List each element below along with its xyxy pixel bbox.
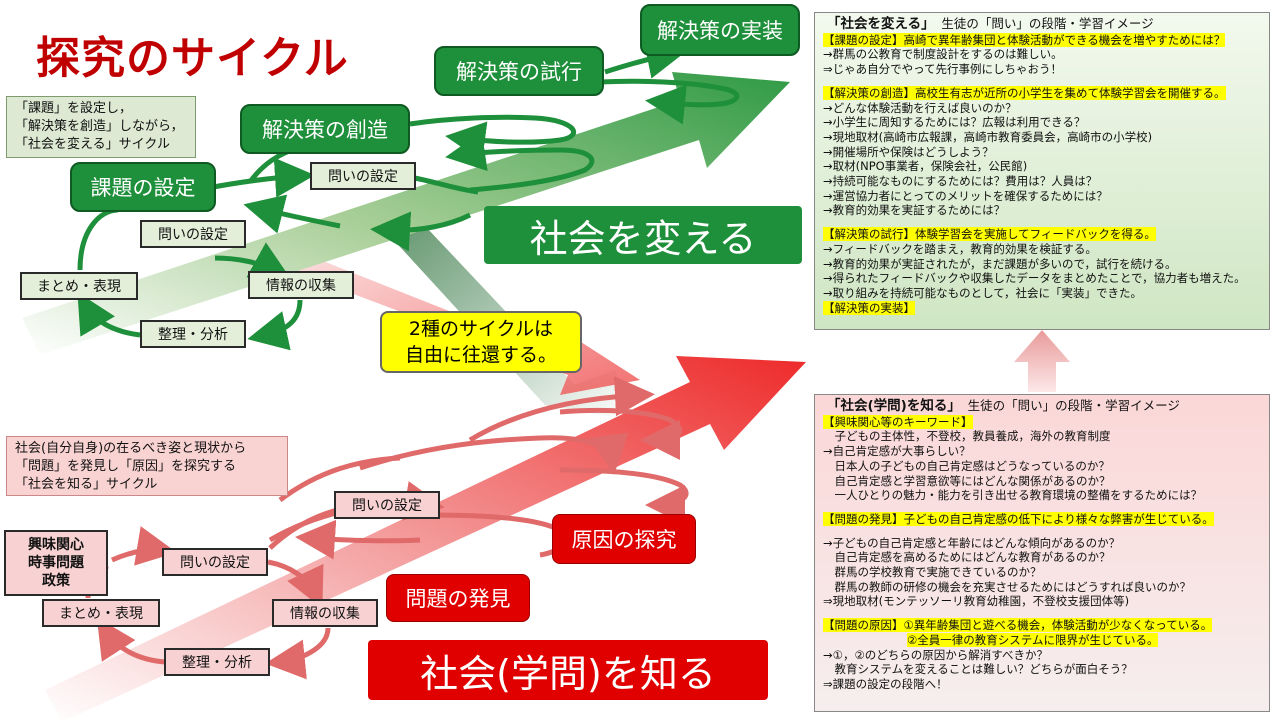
panel-line: →得られたフィードバックや収集したデータをまとめたことで，協力者も増えた。 [823,271,1246,286]
stage-kaiketsu-shiko: 解決策の試行 [434,46,604,96]
green-step-matome: まとめ・表現 [20,272,138,300]
page-title: 探究のサイクル [36,33,349,84]
panel-line: →取材(NPO事業者，保険会社，公民館) [823,159,1028,174]
panel-line: →フィードバックを踏まえ，教育的効果を検証する。 [823,241,1097,256]
panel-line: 教育システムを変えることは難しい？どちらが面白そう？ [823,662,1133,677]
panel-line: →教育的効果が実証されたが，まだ課題が多いので，試行を続ける。 [823,256,1177,271]
panel-red-s3-head: 【問題の原因】①異年齢集団と遊べる機会，体験活動が少なくなっている。 [823,618,1213,633]
panel-line: 群馬の学校教育で実施できているのか？ [823,565,1042,580]
panel-line: →運営協力者にとってのメリットを確保するためには？ [823,188,1108,203]
green-cycle-note: 「課題」を設定し， 「解決策を創造」しながら， 「社会を変える」サイクル [6,96,196,158]
panel-shakai-wo-shiru: 「社会(学問)を知る」 生徒の「問い」の段階・学習イメージ 【興味関心等のキーワ… [814,394,1270,712]
panel-line: 一人ひとりの魅力・能力を引き出せる教育環境の整備をするためには？ [823,488,1203,503]
panel-green-title: 「社会を変える」 生徒の「問い」の段階・学習イメージ [827,16,1154,32]
red-step-toi-upper: 問いの設定 [334,491,440,519]
stage-kaiketsu-sozo: 解決策の創造 [240,104,410,154]
panel-red-s3-head2: ②全員一律の教育システムに限界が生じている。 [907,632,1159,647]
panel-green-s2-head: 【解決策の創造】高校生有志が近所の小学生を集めて体験学習会を開催する。 [823,85,1226,100]
stage-kaiketsu-jisso: 解決策の実装 [640,4,800,56]
green-step-toi-lower: 問いの設定 [140,220,246,248]
panel-line: 自己肯定感と学習意欲等にはどんな関係があるのか？ [823,473,1111,488]
red-step-toi-lower: 問いの設定 [162,548,268,576]
red-step-shushu: 情報の収集 [272,599,378,627]
green-step-toi-upper: 問いの設定 [310,162,416,190]
red-step-seiri: 整理・分析 [164,648,270,676]
panel-red-s1-head: 【興味関心等のキーワード】 [823,414,973,429]
stage-kyomi-kanshin: 興味関心 時事問題 政策 [4,530,108,596]
banner-shakai-wo-kaeru: 社会を変える [484,206,802,264]
panel-line: →教育的効果を実証するためには？ [823,203,1006,218]
panel-line: ⇒じゃあ自分でやって先行事例にしちゃおう！ [823,62,1063,77]
panel-line: →①，②のどちらの原因から解消すべきか？ [823,647,1048,662]
green-cycle-arrows [77,39,740,351]
stage-genin-tankyu: 原因の探究 [552,514,696,564]
panel-line: →小学生に周知するためには？広報は利用できる？ [823,115,1086,130]
panel-green-s2-lines: →どんな体験活動を行えば良いのか？→小学生に周知するためには？広報は利用できる？… [823,101,1261,219]
panel-red-s3-lines: →①，②のどちらの原因から解消すべきか？ 教育システムを変えることは難しい？どち… [823,648,1261,692]
panel-line: →持続可能なものにするためには？費用は？人員は？ [823,174,1098,189]
panel-green-s4-head: 【解決策の実装】 [823,300,915,315]
panel-shakai-wo-kaeru: 「社会を変える」 生徒の「問い」の段階・学習イメージ 【課題の設定】高崎で異年齢… [814,12,1270,330]
panel-green-s3-lines: →フィードバックを踏まえ，教育的効果を検証する。→教育的効果が実証されたが，まだ… [823,242,1261,301]
panel-line: →どんな体験活動を行えば良いのか？ [823,100,1017,115]
panel-red-s1-lines: 子どもの主体性，不登校，教員養成，海外の教育制度→自己肯定感が大事らしい？ 日本… [823,429,1261,503]
panel-red-s2-lines: →子どもの自己肯定感と年齢にはどんな傾向があるのか？ 自己肯定感を高めるためには… [823,536,1261,610]
panel-line: →子どもの自己肯定感と年齢にはどんな傾向があるのか？ [823,535,1121,550]
green-step-shushu: 情報の収集 [248,271,354,299]
panel-line: 群馬の教師の研修の機会を充実させるためにはどうすれば良いのか？ [823,579,1191,594]
panel-line: 日本人の子どもの自己肯定感はどうなっているのか？ [823,458,1110,473]
panel-line: →開催場所や保険はどうしよう？ [823,144,994,159]
panel-red-s2-head: 【問題の発見】子どもの自己肯定感の低下により様々な弊害が生じている。 [823,511,1214,526]
panel-green-s3-head: 【解決策の試行】体験学習会を実施してフィードバックを得る。 [823,227,1156,242]
stage-mondai-hakken: 問題の発見 [386,574,530,622]
panel-line: →取り組みを持続可能なものとして，社会に「実装」できた。 [823,285,1142,300]
stage-kadai-settei: 課題の設定 [70,162,216,212]
panel-line: ⇒課題の設定の段階へ！ [823,676,948,691]
up-arrow [1014,330,1070,392]
panel-line: ⇒現地取材(モンテッソーリ教育幼稚園，不登校支援団体等) [823,594,1130,609]
panel-red-title: 「社会(学問)を知る」 生徒の「問い」の段階・学習イメージ [827,398,1180,414]
panel-line: →自己肯定感が大事らしい？ [823,444,971,459]
green-step-seiri: 整理・分析 [140,320,246,348]
panel-green-s1-lines: →群馬の公教育で制度設計をするのは難しい。⇒じゃあ自分でやって先行事例にしちゃお… [823,47,1261,76]
panel-line: 子どもの主体性，不登校，教員養成，海外の教育制度 [823,429,1111,444]
red-cycle-note: 社会(自分自身)の在るべき姿と現状から 「問題」を発見し「原因」を探究する 「社… [6,436,288,496]
panel-green-s1-head: 【課題の設定】高崎で異年齢集団と体験活動ができる機会を増やすためには？ [823,32,1226,47]
middle-note: 2種のサイクルは 自由に往還する。 [380,311,582,373]
panel-line: 自己肯定感を高めるためにはどんな教育があるのか？ [823,550,1111,565]
panel-line: →群馬の公教育で制度設計をするのは難しい。 [823,47,1063,62]
banner-shakai-wo-shiru: 社会(学問)を知る [368,640,768,700]
panel-line: →現地取材(高崎市広報課，高崎市教育委員会，高崎市の小学校) [823,129,1153,144]
red-step-matome: まとめ・表現 [42,599,160,627]
